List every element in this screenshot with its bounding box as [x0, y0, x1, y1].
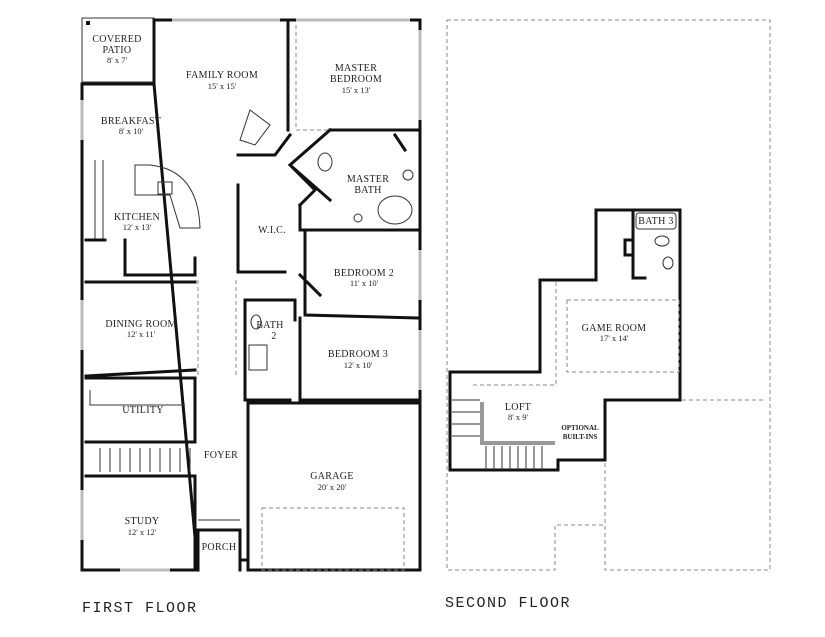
second-floor-walls: [448, 208, 682, 472]
bath3-walls: [623, 210, 647, 280]
garage-door: [261, 507, 405, 571]
room-label-master-bath: BATH: [354, 185, 381, 196]
room-label-study: STUDY: [125, 516, 160, 527]
room-label-dining-room: DINING ROOM: [105, 319, 176, 330]
wic-walls: [236, 183, 420, 274]
room-size-bedroom-2: 11' x 10': [350, 278, 379, 288]
second-floor-title: SECOND FLOOR: [445, 595, 571, 612]
room-size-study: 12' x 12': [128, 527, 157, 537]
bath3-label-box: [635, 212, 677, 230]
room-label-game-room: GAME ROOM: [582, 323, 647, 334]
tub-icon: [377, 195, 413, 225]
room-label-covered-patio: PATIO: [103, 45, 132, 56]
hall-line: [197, 280, 237, 375]
room-label-master-bedroom: MASTER: [335, 63, 377, 74]
game-room-ceiling: [566, 299, 680, 373]
bedroom2-walls: [297, 228, 420, 320]
room-label-master-bath: MASTER: [347, 174, 389, 185]
garage-walls: [246, 401, 420, 562]
sink-icon: [402, 169, 414, 181]
first-floor-title: FIRST FLOOR: [82, 600, 198, 617]
room-size-dining-room: 12' x 11': [127, 329, 156, 339]
room-size-garage: 20' x 20': [318, 482, 347, 492]
room-size-covered-patio: 8' x 7': [107, 55, 128, 65]
second-floor-plan: BATH 3 GAME ROOM 17' x 14' LOFT 8' x 9' …: [445, 19, 771, 612]
kitchen-counter: [94, 160, 104, 240]
room-label-porch: PORCH: [202, 542, 237, 553]
utility-walls: [84, 376, 197, 444]
room-label-master-bedroom: BEDROOM: [330, 74, 382, 85]
toilet-icon: [317, 152, 333, 172]
room-size-master-bedroom: 15' x 13': [342, 85, 371, 95]
stairs: [99, 448, 191, 472]
toilet-icon: [250, 314, 262, 330]
room-label-utility: UTILITY: [122, 405, 164, 416]
optional-builtins-label: BUILT-INS: [563, 433, 598, 441]
room-label-bath-2: 2: [271, 331, 276, 342]
room-label-garage: GARAGE: [310, 471, 353, 482]
tub-icon: [248, 344, 268, 371]
room-label-bedroom-2: BEDROOM 2: [334, 268, 394, 279]
room-size-bedroom-3: 12' x 10': [344, 360, 373, 370]
utility-counter: [89, 390, 185, 406]
sink-icon: [662, 256, 674, 270]
first-floor-plan: COVERED PATIO 8' x 7' FAMILY ROOM 15' x …: [80, 17, 422, 617]
first-floor-footprint: [446, 19, 771, 571]
fireplace: [239, 109, 271, 146]
windows: [80, 18, 422, 572]
room-label-family-room: FAMILY ROOM: [186, 70, 258, 81]
optional-builtins-label: OPTIONAL: [561, 424, 599, 432]
master-bath-walls: [287, 127, 420, 208]
exterior-walls: [80, 18, 422, 572]
room-label-bedroom-3: BEDROOM 3: [328, 349, 388, 360]
sink-icon: [353, 213, 363, 223]
toilet-icon: [654, 235, 670, 247]
room-label-wic: W.I.C.: [258, 225, 286, 236]
room-size-loft: 8' x 9': [508, 412, 529, 422]
study-walls: [84, 474, 197, 572]
roof-line: [604, 399, 765, 570]
stairs: [452, 399, 543, 470]
post-marker: [86, 21, 90, 25]
kitchen-island: [134, 164, 201, 229]
room-label-foyer: FOYER: [204, 450, 238, 461]
kitchen-walls: [84, 238, 197, 277]
loft-ceiling: [470, 282, 557, 386]
dining-walls: [84, 280, 197, 378]
room-size-game-room: 17' x 14': [600, 333, 629, 343]
room-size-kitchen: 12' x 13': [123, 222, 152, 232]
wall: [236, 132, 293, 157]
bath2-walls: [243, 298, 420, 402]
room-label-loft: LOFT: [505, 402, 531, 413]
room-size-family-room: 15' x 15': [208, 81, 237, 91]
room-label-covered-patio: COVERED: [92, 34, 141, 45]
room-label-kitchen: KITCHEN: [114, 212, 160, 223]
room-label-breakfast: BREAKFAST: [101, 116, 161, 127]
room-label-bath-2: BATH: [256, 320, 283, 331]
room-label-bath-3: BATH 3: [638, 216, 673, 227]
porch-walls: [196, 528, 242, 572]
kitchen-sink-icon: [157, 181, 173, 195]
stair-rail: [480, 402, 555, 445]
room-size-breakfast: 8' x 10': [119, 126, 144, 136]
